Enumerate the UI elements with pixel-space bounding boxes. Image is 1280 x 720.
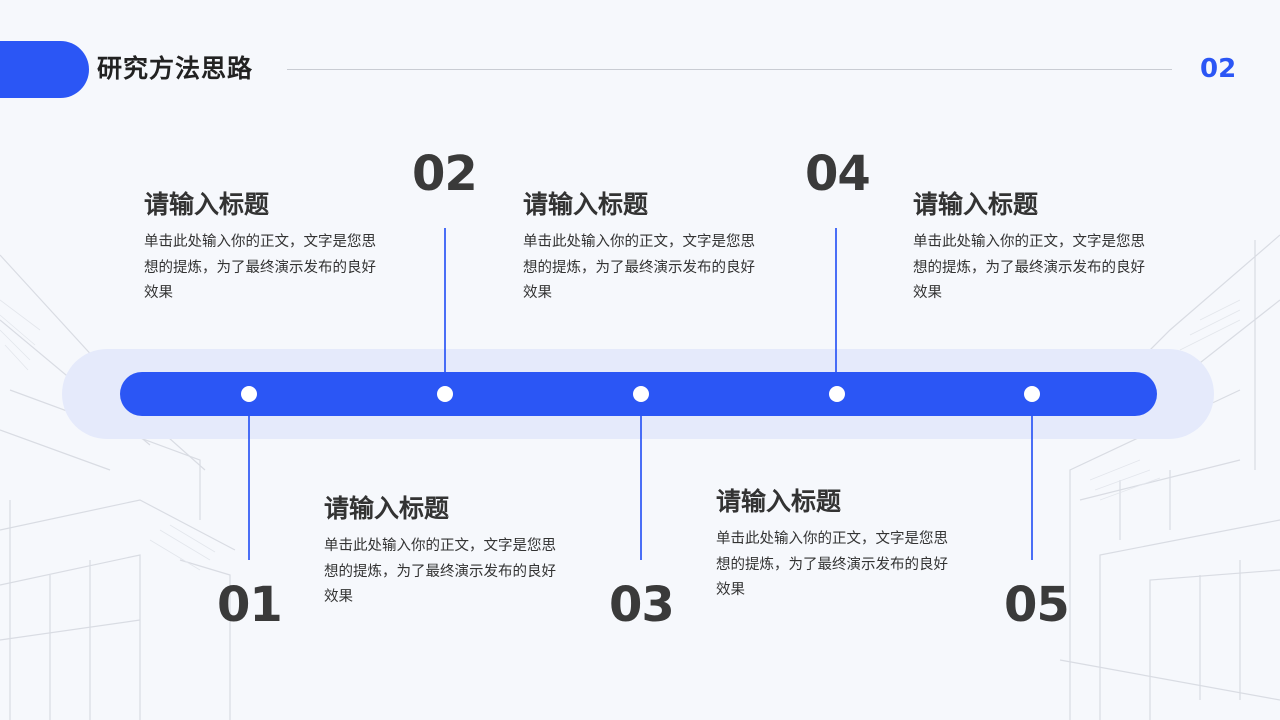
step-card-3: 请输入标题 单击此处输入你的正文，文字是您思想的提炼，为了最终演示发布的良好效果 — [716, 485, 976, 604]
step-text-2[interactable]: 单击此处输入你的正文，文字是您思想的提炼，为了最终演示发布的良好效果 — [144, 234, 376, 301]
timeline-dot-5 — [1024, 386, 1040, 402]
step-number-2: 02 — [412, 146, 478, 202]
timeline-dot-2 — [437, 386, 453, 402]
connector-line-4 — [835, 228, 837, 394]
page-title: 研究方法思路 — [97, 54, 254, 83]
step-title-4[interactable]: 请输入标题 — [523, 190, 649, 219]
step-text-1[interactable]: 单击此处输入你的正文，文字是您思想的提炼，为了最终演示发布的良好效果 — [324, 538, 556, 605]
connector-line-1 — [248, 402, 250, 560]
step-text-3[interactable]: 单击此处输入你的正文，文字是您思想的提炼，为了最终演示发布的良好效果 — [716, 531, 948, 598]
timeline-dot-4 — [829, 386, 845, 402]
step-text-4[interactable]: 单击此处输入你的正文，文字是您思想的提炼，为了最终演示发布的良好效果 — [523, 234, 755, 301]
step-number-1: 01 — [217, 577, 283, 633]
timeline-dot-1 — [241, 386, 257, 402]
timeline-dot-3 — [633, 386, 649, 402]
connector-line-5 — [1031, 402, 1033, 560]
connector-line-3 — [640, 402, 642, 560]
step-title-5[interactable]: 请输入标题 — [913, 190, 1039, 219]
step-text-5[interactable]: 单击此处输入你的正文，文字是您思想的提炼，为了最终演示发布的良好效果 — [913, 234, 1145, 301]
connector-line-2 — [444, 228, 446, 394]
step-title-3[interactable]: 请输入标题 — [716, 487, 842, 516]
header-accent-pill — [0, 41, 89, 98]
step-title-2[interactable]: 请输入标题 — [144, 190, 270, 219]
page-number: 02 — [1200, 54, 1237, 84]
step-number-5: 05 — [1004, 577, 1070, 633]
step-card-4: 请输入标题 单击此处输入你的正文，文字是您思想的提炼，为了最终演示发布的良好效果 — [523, 188, 783, 307]
step-number-3: 03 — [609, 577, 675, 633]
step-card-1: 请输入标题 单击此处输入你的正文，文字是您思想的提炼，为了最终演示发布的良好效果 — [324, 492, 584, 611]
step-title-1[interactable]: 请输入标题 — [324, 494, 450, 523]
step-card-5: 请输入标题 单击此处输入你的正文，文字是您思想的提炼，为了最终演示发布的良好效果 — [913, 188, 1173, 307]
step-number-4: 04 — [805, 146, 871, 202]
step-card-2: 请输入标题 单击此处输入你的正文，文字是您思想的提炼，为了最终演示发布的良好效果 — [144, 188, 404, 307]
header-divider — [287, 69, 1172, 70]
